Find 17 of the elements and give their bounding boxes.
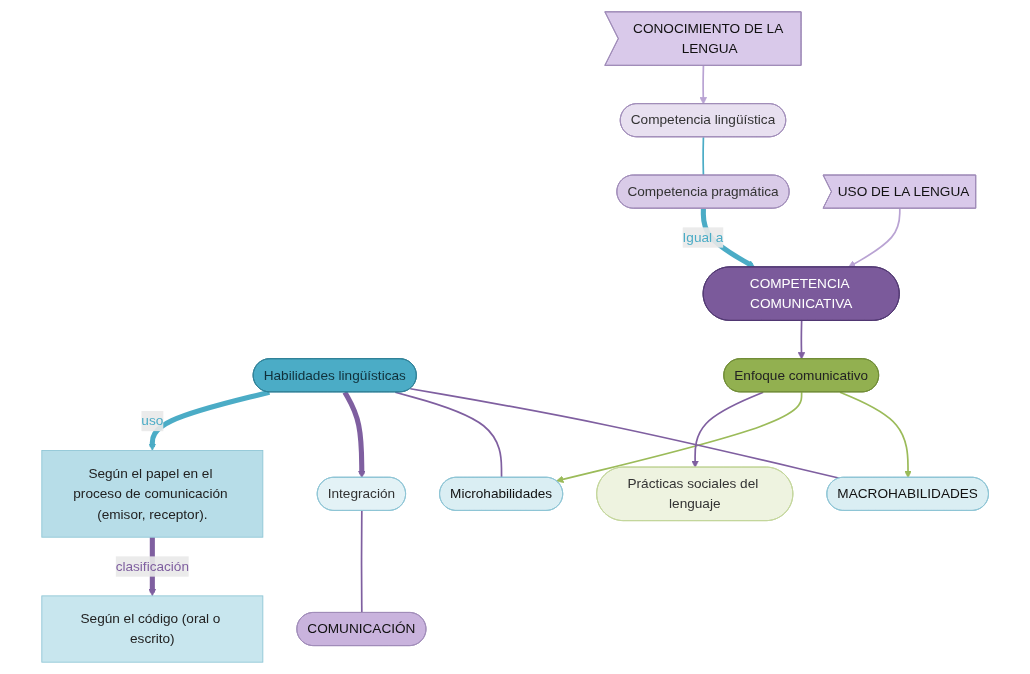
connector	[360, 510, 363, 614]
edge-label: uso	[141, 413, 164, 428]
edge-label: clasificación	[115, 558, 189, 574]
arrow	[555, 391, 803, 483]
connector	[702, 136, 705, 177]
node-box: Según el papel en el proceso de comunicación (emisor, receptor).	[41, 450, 264, 538]
connector	[394, 391, 503, 479]
arrow	[148, 389, 270, 451]
arrow	[848, 207, 901, 268]
node-box: Según el código (oral o escrito)	[41, 595, 264, 663]
connector	[409, 387, 841, 480]
arrow	[699, 64, 707, 105]
edge-label: Igual a	[682, 229, 724, 245]
arrow	[839, 391, 912, 479]
arrow	[342, 391, 366, 479]
arrow	[797, 320, 806, 360]
arrow	[691, 391, 764, 468]
